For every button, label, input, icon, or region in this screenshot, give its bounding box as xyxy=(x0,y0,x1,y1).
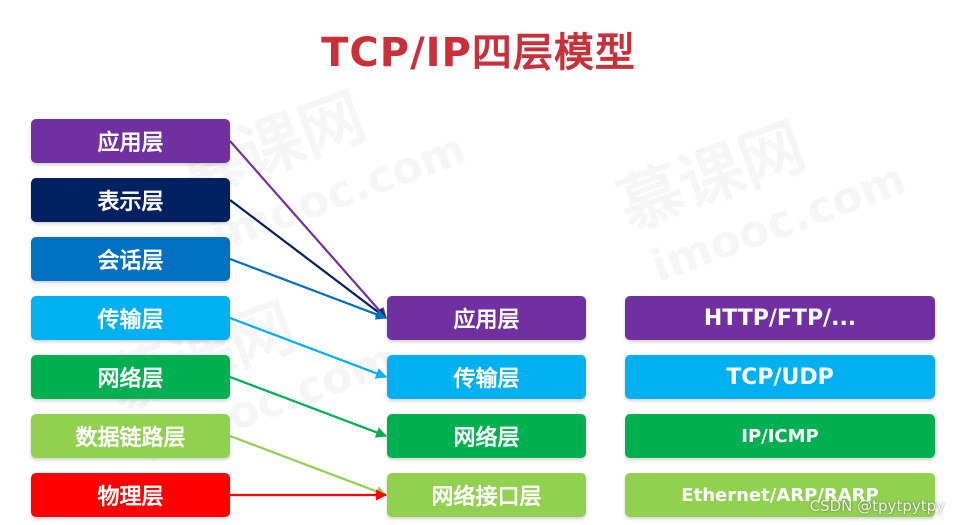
osi-layer-session: 会话层 xyxy=(31,237,230,281)
protocol-link: Ethernet/ARP/RARP xyxy=(625,473,935,517)
tcpip-layer-label: 传输层 xyxy=(453,367,520,392)
osi-layer-label: 传输层 xyxy=(97,308,164,333)
osi-layer-label: 数据链路层 xyxy=(75,426,186,451)
tcpip-layer-label: 应用层 xyxy=(453,308,520,333)
mapping-arrow xyxy=(229,199,387,319)
mapping-arrow xyxy=(229,257,388,320)
osi-layer-label: 会话层 xyxy=(97,249,164,274)
osi-layer-transport: 传输层 xyxy=(31,296,230,340)
osi-layer-network: 网络层 xyxy=(31,355,230,399)
tcpip-layer-transport: 传输层 xyxy=(387,355,586,399)
protocol-label: TCP/UDP xyxy=(726,364,834,390)
watermark-brand: 慕课网 xyxy=(609,109,815,246)
osi-layer-label: 物理层 xyxy=(97,485,164,510)
osi-layer-label: 表示层 xyxy=(97,190,164,215)
mapping-arrow xyxy=(229,375,388,438)
mapping-arrow xyxy=(229,140,387,319)
osi-layer-label: 网络层 xyxy=(97,367,164,392)
protocol-transport: TCP/UDP xyxy=(625,355,935,399)
tcpip-layer-application: 应用层 xyxy=(387,296,586,340)
tcpip-layer-label: 网络接口层 xyxy=(431,485,542,510)
watermark-domain: imooc.com xyxy=(204,123,473,263)
osi-layer-presentation: 表示层 xyxy=(31,178,230,222)
protocol-network: IP/ICMP xyxy=(625,414,935,458)
diagram-title: TCP/IP四层模型 xyxy=(321,30,636,76)
osi-layer-application: 应用层 xyxy=(31,119,230,163)
osi-layer-physical: 物理层 xyxy=(31,473,230,517)
protocol-label: Ethernet/ARP/RARP xyxy=(681,484,879,506)
protocol-label: IP/ICMP xyxy=(741,425,819,447)
mapping-arrow xyxy=(229,434,388,497)
mapping-arrow xyxy=(229,316,388,379)
watermark: 慕课网 imooc.com xyxy=(604,67,913,296)
osi-layer-label: 应用层 xyxy=(97,131,164,156)
watermark-domain: imooc.com xyxy=(644,153,913,293)
tcpip-layer-network: 网络层 xyxy=(387,414,586,458)
source-credit: CSDN @tpytpytpy xyxy=(809,497,945,515)
protocol-application: HTTP/FTP/... xyxy=(625,296,935,340)
tcpip-layer-network-interface: 网络接口层 xyxy=(387,473,586,517)
tcpip-layer-label: 网络层 xyxy=(453,426,520,451)
osi-layer-data-link: 数据链路层 xyxy=(31,414,230,458)
protocol-label: HTTP/FTP/... xyxy=(703,305,857,331)
